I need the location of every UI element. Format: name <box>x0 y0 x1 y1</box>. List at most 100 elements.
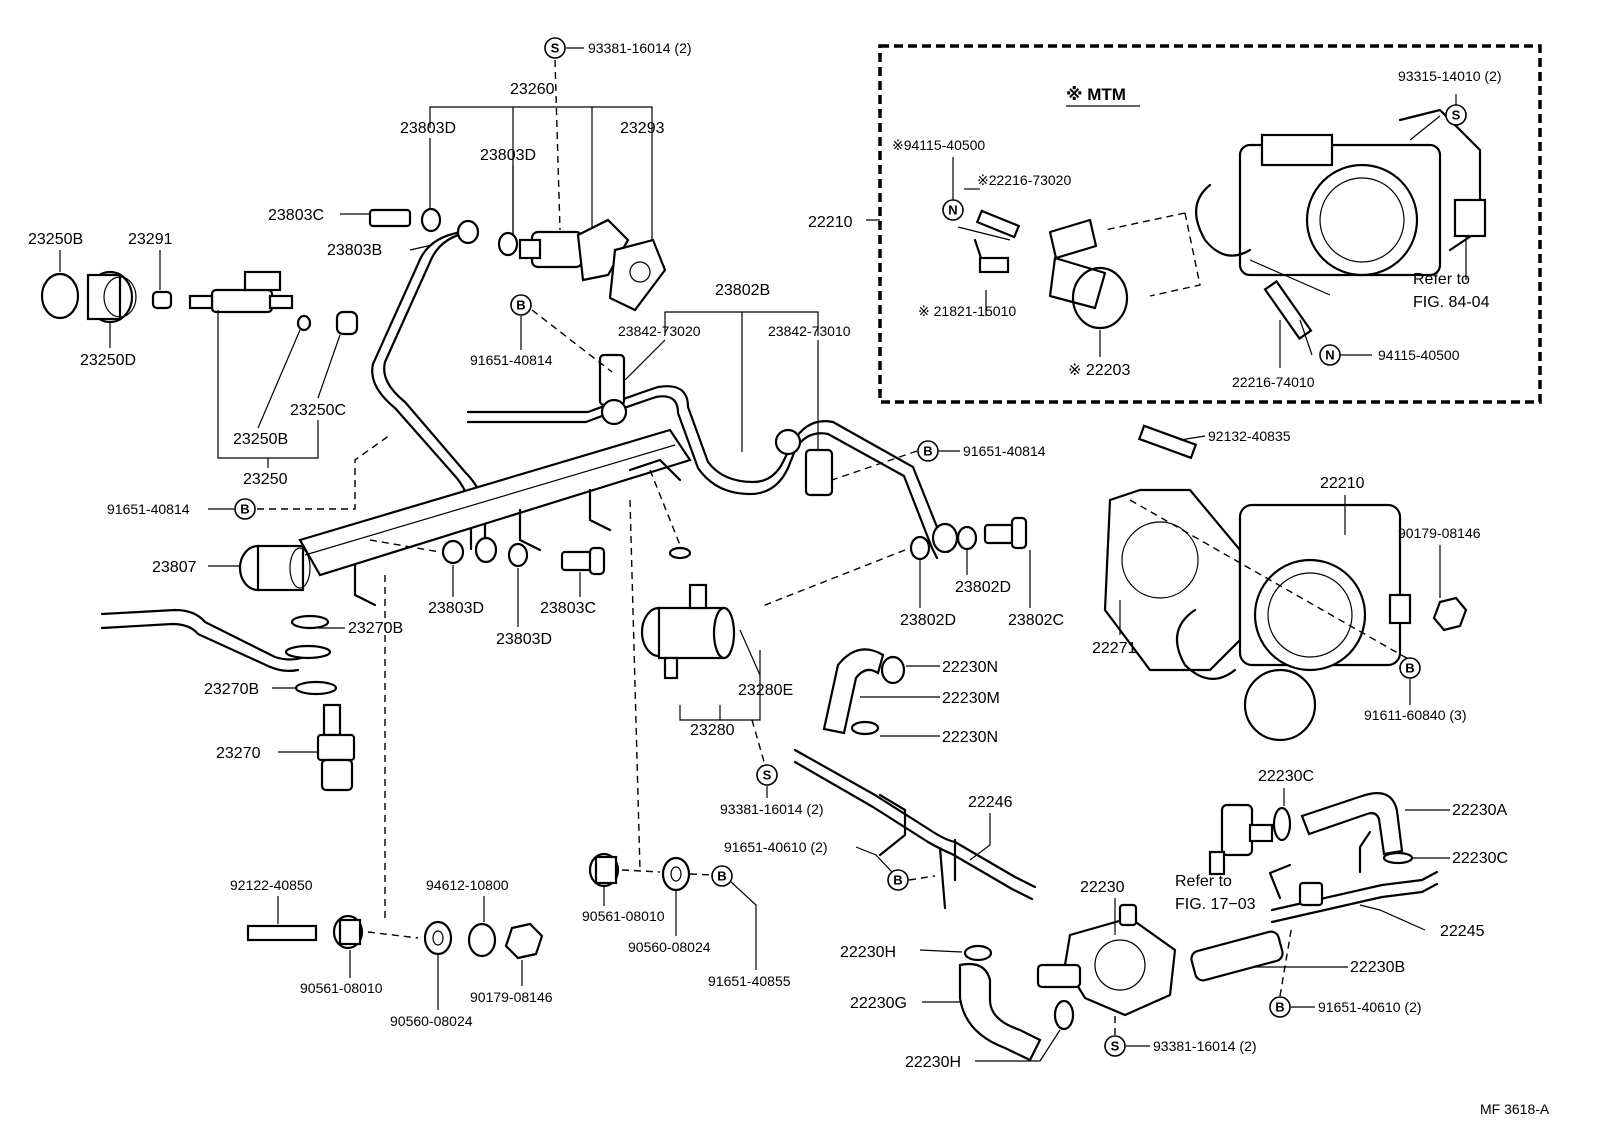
label-22230M: 22230M <box>942 690 1000 707</box>
label-23802B: 23802B <box>715 282 770 299</box>
clamp-23842-73010 <box>804 448 834 497</box>
grommet-23250C <box>335 310 359 336</box>
stud-92122-40850 <box>246 924 318 942</box>
symbol-b-1: B <box>234 498 256 520</box>
label-90179-08146-a: 90179-08146 <box>470 989 553 1005</box>
label-23260: 23260 <box>510 81 555 98</box>
label-94115-40500-b: 94115-40500 <box>1378 347 1460 363</box>
label-23280: 23280 <box>690 722 735 739</box>
label-93381-bot: 93381-16014 (2) <box>1153 1038 1257 1054</box>
label-23250: 23250 <box>243 471 288 488</box>
washer-90560-08024-a <box>423 920 453 956</box>
label-22210-box: 22210 <box>808 214 853 231</box>
spacer-90561-08010-a <box>332 914 364 950</box>
symbol-b-6: B <box>1269 996 1291 1018</box>
label-90179-08146-b: 90179-08146 <box>1398 525 1481 541</box>
svg-text:B: B <box>1275 1000 1284 1015</box>
label-94115-40500-a: ※94115-40500 <box>892 137 985 153</box>
svg-text:B: B <box>516 298 525 313</box>
water-pipe-22246 <box>793 748 1037 889</box>
label-23291: 23291 <box>128 231 173 248</box>
union-23270 <box>316 703 356 792</box>
clip-22230N-b <box>850 720 880 736</box>
label-22271: 22271 <box>1092 640 1137 657</box>
union-bolt-23803C-2 <box>560 546 606 576</box>
symbol-s-mid: S <box>756 764 778 786</box>
label-23803D-a: 23803D <box>400 120 456 137</box>
label-23270B-a: 23270B <box>348 620 403 637</box>
label-22245: 22245 <box>1440 923 1485 940</box>
label-22203: ※ 22203 <box>1068 362 1130 379</box>
svg-text:S: S <box>551 41 560 56</box>
symbol-b-7: B <box>1399 657 1421 679</box>
label-93381-top: 93381-16014 (2) <box>588 40 692 56</box>
clamp-23842-73020 <box>598 353 626 407</box>
symbol-s-top: S <box>544 37 566 59</box>
svg-text:N: N <box>1325 348 1334 363</box>
tee-fitting-refer-17-03 <box>1208 803 1274 876</box>
label-23807: 23807 <box>152 559 197 576</box>
clip-22230C-b <box>1382 851 1414 865</box>
fuel-hose-left <box>100 608 307 661</box>
clip-22230H-a <box>963 944 993 962</box>
symbol-b-2: B <box>510 294 532 316</box>
label-23803D-b: 23803D <box>480 147 536 164</box>
clip-22230C-a <box>1272 806 1292 842</box>
label-23803D-c: 23803D <box>428 600 484 617</box>
label-22230-top: 22230 <box>1080 879 1125 896</box>
label-91651-40610-b: 91651-40610 (2) <box>1318 999 1422 1015</box>
hose-22230A <box>1300 792 1404 856</box>
gasket-23270B-2 <box>294 680 338 696</box>
washer-90560-08024-b <box>661 856 691 892</box>
clip-22230H-b <box>1053 999 1075 1031</box>
label-91651-40814-b: 91651-40814 <box>470 352 553 368</box>
label-92122-40850: 92122-40850 <box>230 877 313 893</box>
symbol-b-3: B <box>917 440 939 462</box>
hose-22230B <box>1190 930 1284 982</box>
o-ring-small <box>296 314 312 332</box>
svg-text:B: B <box>717 869 726 884</box>
label-93315-14010: 93315-14010 (2) <box>1398 68 1502 84</box>
svg-text:S: S <box>763 768 772 783</box>
union-bolt-23802C <box>983 516 1028 550</box>
label-22230N-a: 22230N <box>942 659 998 676</box>
symbol-s-bot: S <box>1104 1035 1126 1057</box>
label-23803C-b: 23803C <box>540 600 596 617</box>
label-22216-73020: ※22216-73020 <box>977 172 1071 188</box>
air-valve-22230 <box>1036 903 1177 1017</box>
injector-23250 <box>188 270 294 314</box>
gasket-23802D-2 <box>956 525 978 551</box>
cushion-23291 <box>151 290 173 310</box>
svg-text:B: B <box>240 502 249 517</box>
symbol-s-mtm: S <box>1445 104 1467 126</box>
union-bolt-23803C <box>368 208 412 228</box>
label-91651-40814-c: 91651-40814 <box>963 443 1046 459</box>
label-23803B: 23803B <box>327 242 382 259</box>
label-23250C: 23250C <box>290 402 346 419</box>
hose-22230M <box>822 648 885 735</box>
label-23842-73010: 23842-73010 <box>768 323 851 339</box>
o-ring-23280E <box>668 546 692 560</box>
nut-90179-08146-a <box>504 922 544 960</box>
label-92132-40835: 92132-40835 <box>1208 428 1291 444</box>
label-23803C-a: 23803C <box>268 207 324 224</box>
svg-text:B: B <box>923 444 932 459</box>
gasket-23803D-1 <box>420 207 442 233</box>
label-21821-15010: ※ 21821-15010 <box>918 303 1016 319</box>
label-22230C-a: 22230C <box>1258 768 1314 785</box>
vsv-valve-23260 <box>518 218 667 312</box>
label-23802D-a: 23802D <box>900 612 956 629</box>
gasket-23803D-2 <box>497 231 519 257</box>
label-91651-40855: 91651-40855 <box>708 973 791 989</box>
mtm-title: ※ MTM <box>1066 85 1126 104</box>
label-refer17-b: FIG. 17−03 <box>1175 896 1256 913</box>
stud-92132-40835 <box>1137 424 1198 460</box>
insulator-23250D <box>86 270 137 324</box>
label-91651-40610-a: 91651-40610 (2) <box>724 839 828 855</box>
label-22210-mid: 22210 <box>1320 475 1365 492</box>
o-ring-23250B <box>40 272 80 320</box>
label-23250D: 23250D <box>80 352 136 369</box>
label-22230C-b: 22230C <box>1452 850 1508 867</box>
label-22230N-b: 22230N <box>942 729 998 746</box>
label-93381-mid: 93381-16014 (2) <box>720 801 824 817</box>
